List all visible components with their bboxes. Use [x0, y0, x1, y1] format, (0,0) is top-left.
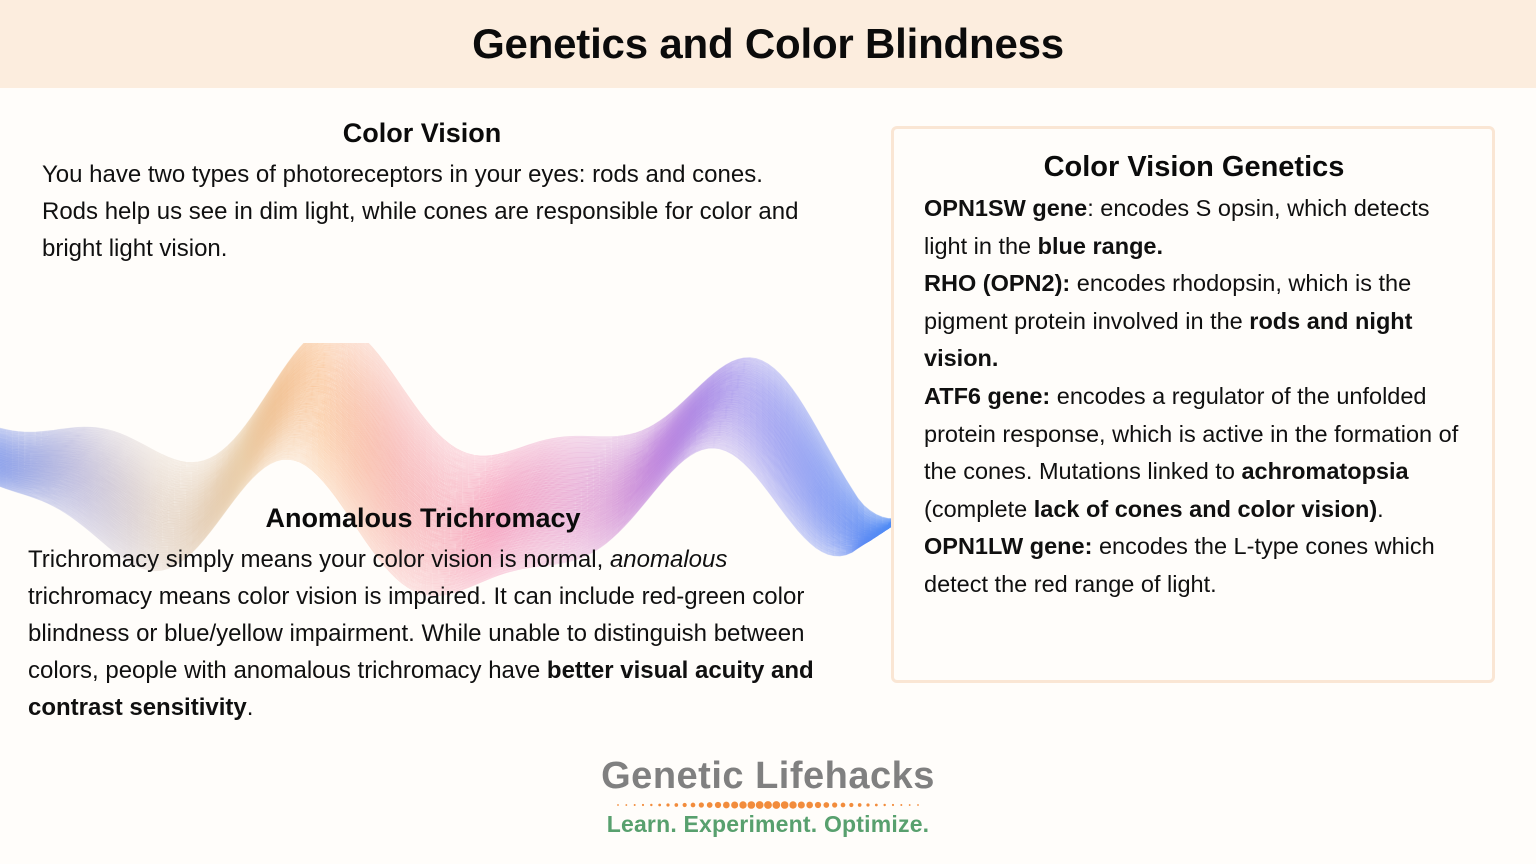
gene-sep-0: :	[1087, 195, 1101, 221]
gene-bold-lack-of-cones: lack of cones and color vision)	[1033, 495, 1378, 522]
anomalous-text-part3: .	[246, 693, 254, 721]
color-vision-section: Color Vision You have two types of photo…	[42, 118, 802, 268]
gene-text-atf6-b: (complete	[924, 495, 1034, 522]
gene-bold-achromatopsia: achromatopsia	[1241, 458, 1409, 485]
genetics-panel-title: Color Vision Genetics	[1043, 151, 1345, 183]
gene-bold-opn1sw: blue range.	[1037, 232, 1164, 259]
gene-name-atf6: ATF6 gene:	[924, 382, 1051, 409]
gene-text-atf6-c: .	[1377, 495, 1384, 522]
anomalous-paragraph: Trichromacy simply means your color visi…	[28, 542, 818, 727]
gene-text-atf6-a: encodes a regulator of the unfolded prot…	[924, 382, 1459, 485]
gene-name-rho: RHO (OPN2):	[924, 270, 1071, 297]
anomalous-heading: Anomalous Trichromacy	[265, 503, 581, 533]
gene-text-opn1lw: encodes the L-type cones which detect th…	[924, 533, 1435, 597]
logo-wordmark: Genetic Lifehacks	[601, 755, 935, 797]
gene-entry-opn1sw: OPN1SW gene: encodes S opsin, which dete…	[924, 190, 1464, 265]
gene-text-opn1sw: encodes S opsin, which detects light in …	[924, 195, 1430, 259]
anomalous-bold-phrase: better visual acuity and contrast sensit…	[28, 656, 814, 721]
gene-entry-opn1lw: OPN1LW gene: encodes the L-type cones wh…	[924, 528, 1464, 603]
anomalous-italic-term: anomalous	[609, 546, 728, 573]
anomalous-trichromacy-section: Anomalous Trichromacy Trichromacy simply…	[28, 503, 818, 727]
genetic-lifehacks-logo: Genetic Lifehacks Learn. Experiment. Opt…	[0, 755, 1536, 838]
gene-bold-rho: rods and night vision.	[924, 307, 1413, 372]
gene-name-opn1sw: OPN1SW gene	[924, 195, 1088, 221]
gene-entry-rho: RHO (OPN2): encodes rhodopsin, which is …	[924, 265, 1464, 378]
logo-dotted-divider	[617, 800, 919, 809]
color-vision-genetics-panel: Color Vision Genetics OPN1SW gene: encod…	[891, 126, 1495, 683]
anomalous-text-part2: trichromacy means color vision is impair…	[28, 582, 805, 684]
gene-text-rho: encodes rhodopsin, which is the pigment …	[924, 270, 1412, 334]
anomalous-text-part1: Trichromacy simply means your color visi…	[28, 546, 610, 573]
logo-tagline: Learn. Experiment. Optimize.	[606, 810, 930, 837]
color-vision-heading: Color Vision	[342, 118, 502, 148]
title-banner: Genetics and Color Blindness	[0, 0, 1536, 88]
page-title: Genetics and Color Blindness	[472, 20, 1064, 67]
left-content-column: Color Vision You have two types of photo…	[0, 88, 895, 748]
gene-name-opn1lw: OPN1LW gene:	[924, 533, 1093, 560]
gene-entry-atf6: ATF6 gene: encodes a regulator of the un…	[924, 378, 1464, 528]
color-vision-paragraph: You have two types of photoreceptors in …	[42, 161, 799, 262]
